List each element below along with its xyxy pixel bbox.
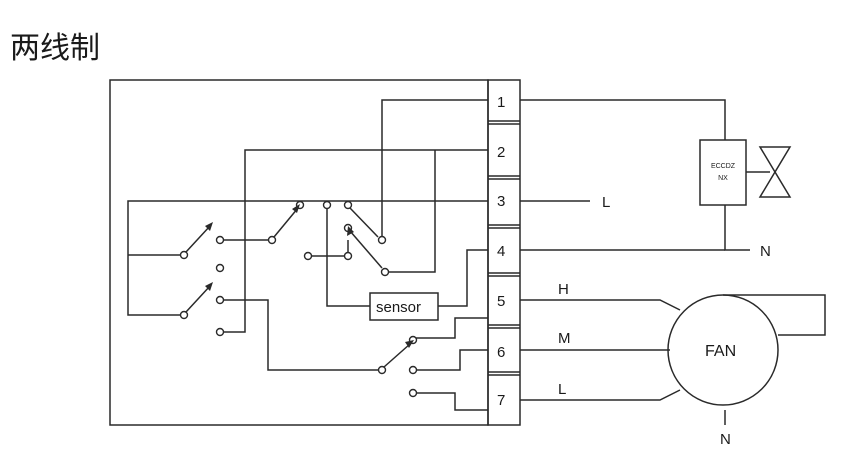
terminal-2-label: 2 <box>497 144 505 161</box>
valve-icon <box>746 146 792 198</box>
fan-low-label: L <box>558 381 566 398</box>
sensor-label: sensor <box>376 299 421 316</box>
terminal-strip <box>487 79 521 426</box>
internal-wiring <box>127 99 488 411</box>
terminal-6-label: 6 <box>497 344 505 361</box>
terminal-7-label: 7 <box>497 392 505 409</box>
fan-medium-label: M <box>558 330 571 347</box>
external-wiring <box>520 99 750 425</box>
valve-box-text-line2: NX <box>718 175 728 182</box>
terminal-1-label: 1 <box>497 94 505 111</box>
fan-neutral-label: N <box>720 431 731 448</box>
valve-box-text-line1: ECCDZ <box>711 163 736 170</box>
valve-actuator-box <box>699 139 747 206</box>
controller-box <box>109 79 489 426</box>
sensor-box <box>369 292 439 321</box>
terminal-5-label: 5 <box>497 293 505 310</box>
fan-high-label: H <box>558 281 569 298</box>
fan-label: FAN <box>705 343 736 360</box>
terminal-4-label: 4 <box>497 243 505 260</box>
fan-icon <box>667 294 826 406</box>
switch-blades <box>185 204 414 368</box>
valve-neutral-label: N <box>760 243 771 260</box>
page-title: 两线制 <box>10 31 100 66</box>
switch-contacts <box>179 200 418 398</box>
live-line-label: L <box>602 194 610 211</box>
terminal-3-label: 3 <box>497 193 505 210</box>
